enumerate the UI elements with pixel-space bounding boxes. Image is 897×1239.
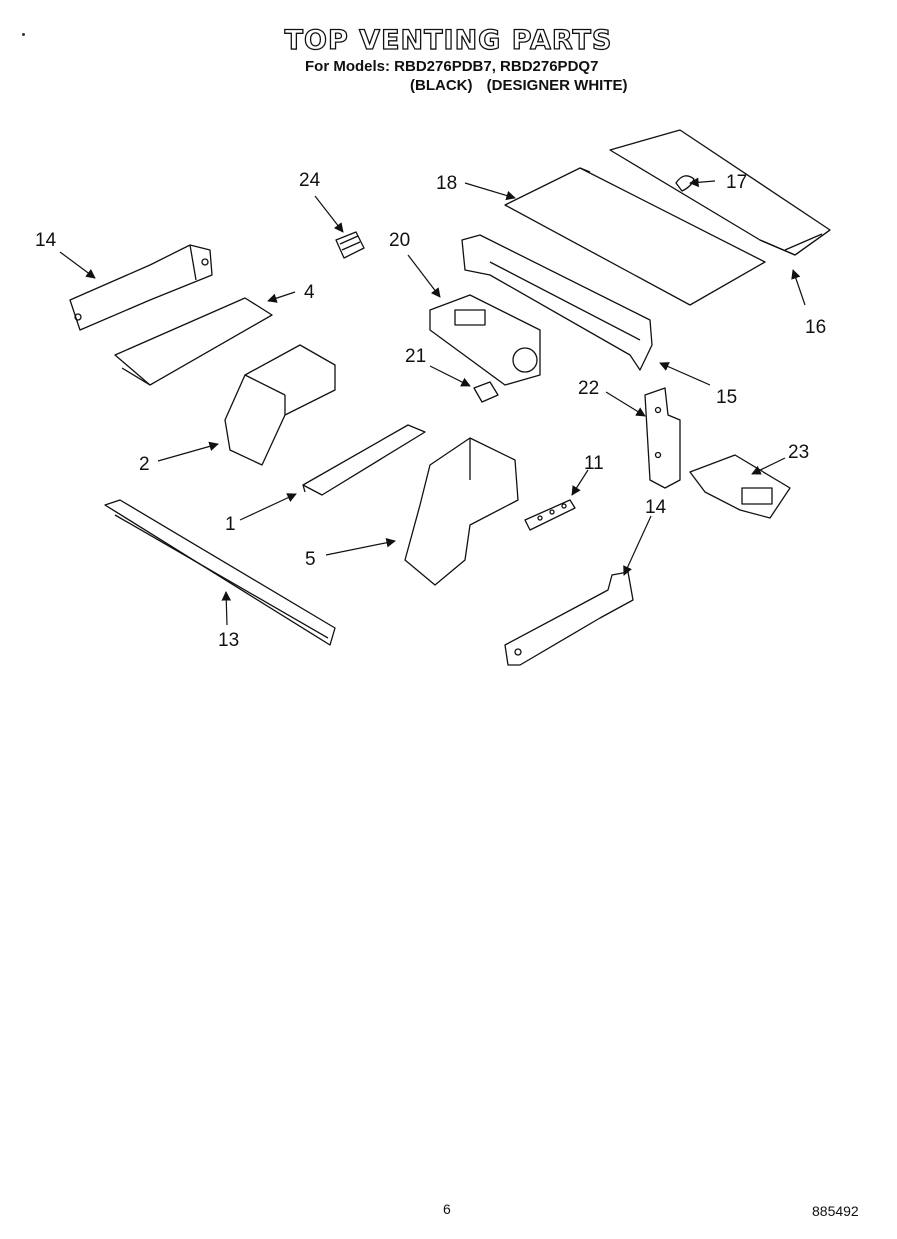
part-14-right-bracket xyxy=(504,571,634,666)
callout-13: 13 xyxy=(218,630,240,651)
part-16-top-panel xyxy=(609,129,831,256)
part-2-duct xyxy=(224,344,336,466)
part-24-block xyxy=(335,231,365,259)
callout-14-left: 14 xyxy=(35,230,57,251)
part-15-perforated-rail xyxy=(461,234,653,371)
callout-1: 1 xyxy=(225,514,236,535)
part-5-duct xyxy=(404,437,519,586)
callout-23: 23 xyxy=(788,442,810,463)
callout-20: 20 xyxy=(389,230,411,251)
model-variants: (BLACK) (DESIGNER WHITE) xyxy=(410,77,638,94)
callout-24: 24 xyxy=(299,170,321,191)
part-14-left-bracket xyxy=(69,244,213,331)
part-1-channel xyxy=(302,424,426,496)
part-22-bracket xyxy=(644,387,681,489)
models-line: For Models: RBD276PDB7, RBD276PDQ7 xyxy=(305,58,599,75)
part-13-rail xyxy=(104,499,336,646)
callout-17: 17 xyxy=(726,172,748,193)
callout-18: 18 xyxy=(436,173,458,194)
page-number: 6 xyxy=(443,1201,451,1217)
document-number: 885492 xyxy=(812,1203,859,1219)
part-23-switch-plate xyxy=(689,454,791,519)
callout-22: 22 xyxy=(578,378,600,399)
callout-15: 15 xyxy=(716,387,738,408)
variant-black: (BLACK) xyxy=(410,77,473,94)
part-21-small-part xyxy=(473,381,499,403)
callout-11: 11 xyxy=(584,453,604,474)
part-20-fan-assembly xyxy=(429,294,541,386)
part-18-top-sheet xyxy=(504,167,766,306)
page-title: TOP VENTING PARTS xyxy=(284,24,613,56)
corner-mark xyxy=(22,33,25,36)
part-4-plate xyxy=(114,297,273,386)
callout-4: 4 xyxy=(304,282,315,303)
variant-white: (DESIGNER WHITE) xyxy=(486,77,628,94)
leader-lines xyxy=(59,177,806,626)
callout-21: 21 xyxy=(405,346,427,367)
part-11-terminal-strip xyxy=(524,499,576,531)
callout-5: 5 xyxy=(305,549,316,570)
callout-14-right: 14 xyxy=(645,497,667,518)
callout-16: 16 xyxy=(805,317,827,338)
callout-2: 2 xyxy=(139,454,150,475)
